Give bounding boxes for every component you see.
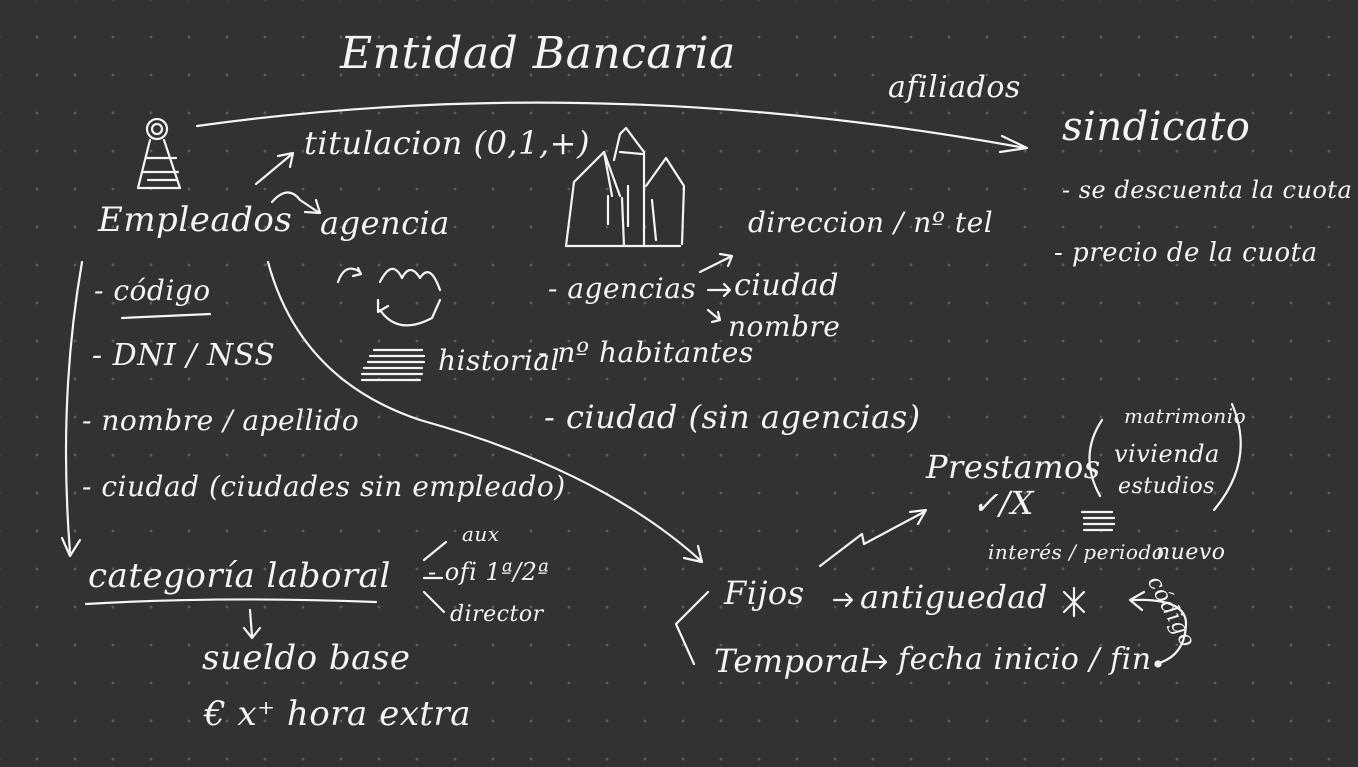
cycle-arrows (336, 266, 363, 284)
fijos-label: Fijos (724, 574, 805, 612)
arrow-agencia (270, 191, 320, 214)
historial-lines (360, 348, 426, 382)
agencias-label: - agencias (548, 272, 697, 305)
direccion-label: direccion / nº tel (748, 206, 994, 239)
categoria-option: - ofi 1ª/2ª (428, 558, 550, 586)
prestamo-tipo: vivienda (1114, 440, 1220, 468)
sindicato-item: - se descuenta la cuota (1062, 176, 1353, 204)
interes-label: interés / periodo (988, 540, 1165, 564)
nombre-label: nombre (728, 310, 841, 343)
afiliados-label: afiliados (888, 70, 1021, 105)
arrow-titulacion (254, 152, 294, 186)
agencia-label: agencia (320, 204, 450, 242)
sindicato-item: - precio de la cuota (1054, 238, 1318, 268)
empleados-attribute: - código (94, 274, 211, 307)
empleados-attribute: - ciudad (ciudades sin empleado) (82, 470, 566, 503)
arrow-afiliados (195, 101, 1027, 150)
temporal-label: Temporal (714, 642, 871, 680)
hora-extra-label: € x⁺ hora extra (204, 694, 472, 734)
categoria-label: categoría laboral (88, 556, 391, 596)
prestamos-check: ✓/X (972, 484, 1034, 522)
ciudad-sin-agencias-label: - ciudad (sin agencias) (544, 398, 921, 436)
habitantes-label: - nº habitantes (538, 336, 754, 369)
fecha-label: fecha inicio / fin (898, 642, 1152, 677)
prestamo-tipo: estudios (1118, 474, 1215, 499)
empleados-attribute: - nombre / apellido (82, 404, 360, 437)
empleados-label: Empleados (98, 200, 293, 240)
nuevo-label: nuevo (1156, 540, 1226, 565)
titulacion-label: titulacion (0,1,+) (304, 124, 590, 162)
sueldo-label: sueldo base (202, 638, 411, 678)
arrow-prestamos (818, 510, 926, 568)
prestamos-label: Prestamos (926, 448, 1101, 486)
castle-icon (564, 126, 686, 248)
diagram-title: Entidad Bancaria (340, 28, 736, 79)
categoria-option: director (450, 602, 544, 627)
arrow-contratos (266, 260, 702, 562)
antiguedad-label: antiguedad (860, 578, 1048, 616)
historial-label: historial (438, 344, 560, 377)
ciudad-label: ciudad (734, 268, 840, 303)
prestamo-tipo: matrimonio (1124, 404, 1247, 428)
arrow-categoria (64, 260, 84, 554)
person-icon (136, 117, 182, 190)
categoria-option: aux (462, 522, 500, 546)
empleados-attribute: - DNI / NSS (92, 338, 276, 373)
sindicato-label: sindicato (1062, 104, 1251, 150)
